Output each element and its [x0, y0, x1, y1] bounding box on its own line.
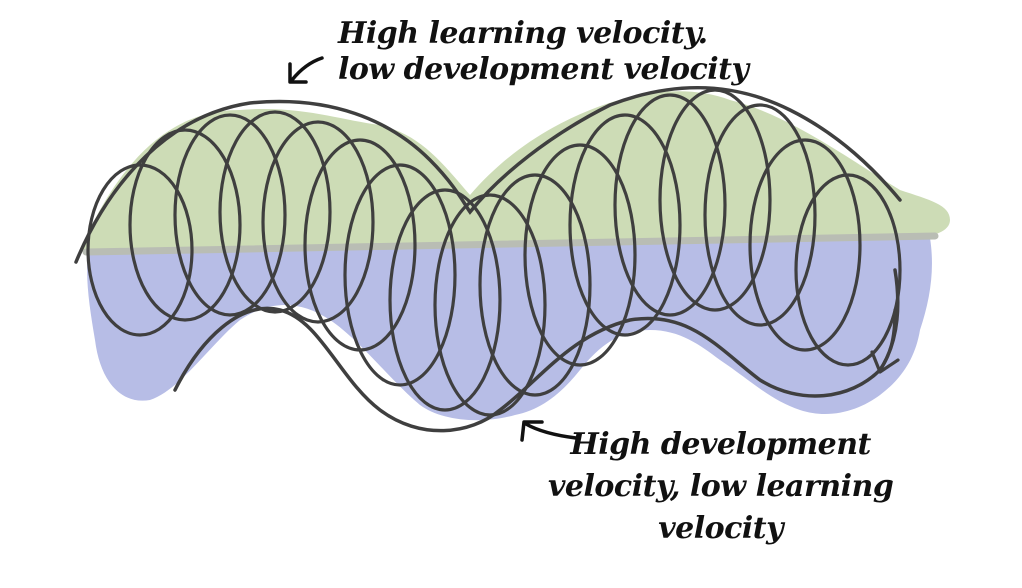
development-region: [87, 238, 932, 421]
bottom-note-line-1: High development: [570, 427, 871, 462]
bottom-note-line-2: velocity, low learning: [548, 469, 894, 504]
velocity-midline: [82, 232, 939, 256]
top-note-line-1: High learning velocity.: [338, 16, 708, 51]
learning-region: [80, 91, 950, 252]
upper-envelope: [74, 85, 902, 264]
learning-velocity-note: High learning velocity. low development …: [338, 16, 749, 88]
development-velocity-note: High development velocity, low learning …: [548, 424, 894, 550]
bottom-pointer-arrow: [520, 420, 578, 442]
top-pointer-arrow: [288, 56, 324, 84]
top-note-line-2: low development velocity: [338, 52, 749, 87]
loop-end-arrow: [870, 308, 900, 374]
bottom-note-line-3: velocity: [658, 511, 784, 546]
loop-coils: [86, 88, 902, 417]
lower-envelope: [173, 268, 900, 433]
